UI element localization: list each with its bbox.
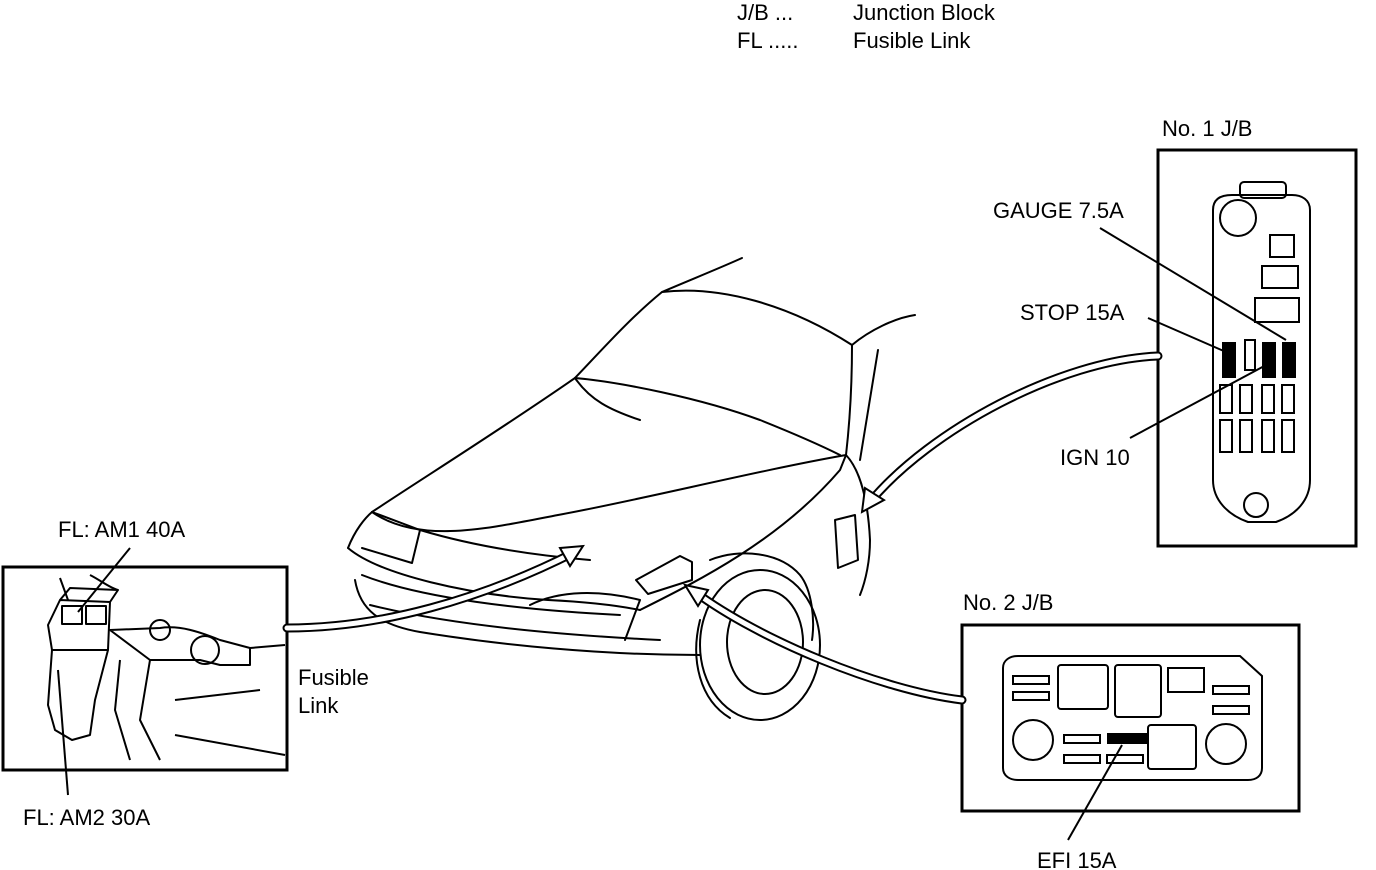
fusible-link-label-line2: Link — [298, 693, 339, 718]
legend-jb-meaning: Junction Block — [853, 0, 996, 25]
fusible-link-label-line1: Fusible — [298, 665, 369, 690]
gauge-fuse — [1282, 342, 1296, 378]
legend: J/B ... Junction Block FL ..... Fusible … — [737, 0, 996, 53]
location-arrows — [282, 351, 1163, 705]
jb1-fuse-block — [1212, 181, 1311, 523]
am2-label: FL: AM2 30A — [23, 805, 151, 830]
am2-leader — [57, 669, 69, 796]
ign-fuse — [1262, 342, 1276, 378]
efi-label: EFI 15A — [1037, 848, 1117, 870]
am1-leader — [77, 547, 131, 613]
fusible-link-illustration — [47, 574, 286, 761]
ign-label: IGN 10 — [1060, 445, 1130, 470]
legend-fl-meaning: Fusible Link — [853, 28, 971, 53]
car-illustration — [347, 257, 916, 721]
legend-fl-abbr: FL ..... — [737, 28, 799, 53]
jb1-frame — [1156, 148, 1358, 548]
stop-fuse — [1222, 342, 1236, 378]
jb1-title: No. 1 J/B — [1162, 116, 1252, 141]
efi-leader — [1067, 744, 1123, 841]
jb2-title: No. 2 J/B — [963, 590, 1053, 615]
jb2-panel: No. 2 J/B EFI 15A — [960, 590, 1301, 870]
gauge-label: GAUGE 7.5A — [993, 198, 1124, 223]
fusible-link-panel: FL: AM1 40A FL: AM2 30A Fusible Link — [1, 517, 369, 830]
jb1-panel: No. 1 J/B GAUGE 7.5A STOP 15A I — [993, 116, 1358, 548]
legend-jb-abbr: J/B ... — [737, 0, 793, 25]
efi-fuse — [1107, 733, 1147, 744]
jb2-fuse-block — [1002, 655, 1263, 781]
stop-label: STOP 15A — [1020, 300, 1125, 325]
gauge-leader — [1099, 227, 1287, 341]
fusible-link-frame — [1, 565, 289, 772]
stop-leader — [1147, 317, 1227, 353]
arrow-jb1 — [865, 351, 1163, 507]
am1-label: FL: AM1 40A — [58, 517, 186, 542]
ign-leader — [1129, 363, 1269, 439]
